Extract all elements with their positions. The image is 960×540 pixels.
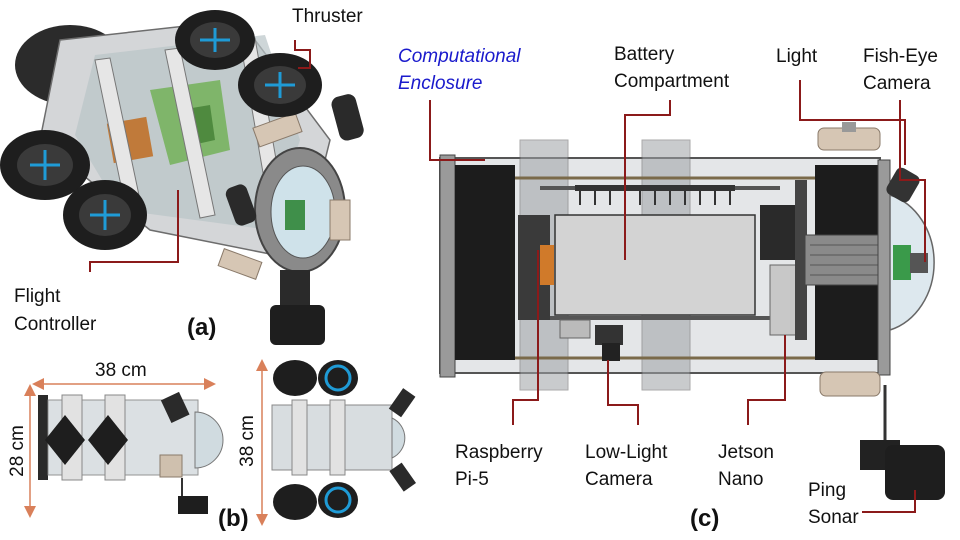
thruster-top-left bbox=[175, 10, 255, 70]
rear-thruster-block bbox=[455, 165, 515, 360]
battery-label-line2: Compartment bbox=[614, 71, 730, 92]
fisheye-lens bbox=[910, 253, 928, 273]
battery-label-line1: Battery bbox=[614, 44, 675, 65]
thruster-label: Thruster bbox=[292, 6, 363, 27]
fisheye-leader bbox=[899, 100, 926, 262]
panel-b-label: (b) bbox=[218, 505, 249, 532]
computational-enclosure-label-line2: Enclosure bbox=[398, 73, 483, 94]
rov-cutaway-view bbox=[439, 122, 945, 500]
battery-leader bbox=[624, 100, 671, 260]
computational-enclosure-label-line1: Computational bbox=[398, 46, 521, 67]
light-label: Light bbox=[776, 46, 818, 67]
rov-top-view bbox=[271, 360, 417, 520]
raspberry-leader bbox=[512, 250, 539, 425]
battery-block bbox=[554, 214, 756, 316]
jetson-label-line1: Jetson bbox=[718, 442, 774, 463]
ping-sonar-label-line1: Ping bbox=[808, 480, 847, 501]
height-dimension-label: 28 cm bbox=[6, 425, 28, 477]
low-light-camera-body bbox=[602, 343, 620, 361]
flight-controller-label-line2: Controller bbox=[14, 314, 97, 335]
flight-controller-label-line1: Flight bbox=[14, 286, 61, 307]
panel-a-label: (a) bbox=[187, 314, 217, 341]
flight-controller-leader bbox=[89, 190, 179, 272]
fisheye-label-line1: Fish-Eye bbox=[863, 46, 938, 67]
jetson-label-line2: Nano bbox=[718, 469, 764, 490]
enclosure-leader bbox=[429, 100, 485, 161]
ping-sonar-unit bbox=[885, 445, 945, 500]
rov-isometric-view bbox=[0, 10, 364, 345]
thruster-left bbox=[0, 130, 90, 200]
raspberry-label-line1: Raspberry bbox=[455, 442, 543, 463]
rov-side-view bbox=[38, 391, 224, 514]
thruster-bottom-left bbox=[63, 180, 147, 250]
lowlight-label-line2: Camera bbox=[585, 469, 653, 490]
jetson-heatsink bbox=[760, 205, 795, 260]
lowlight-leader bbox=[607, 360, 639, 425]
sonar-unit-a bbox=[270, 305, 325, 345]
width-dimension-label: 38 cm bbox=[95, 360, 147, 381]
panel-c-label: (c) bbox=[690, 505, 720, 532]
fisheye-label-line2: Camera bbox=[863, 73, 931, 94]
ping-sonar-label-line2: Sonar bbox=[808, 507, 859, 528]
raspberry-label-line2: Pi-5 bbox=[455, 469, 489, 490]
top-view-dimension-label: 38 cm bbox=[236, 415, 258, 467]
thruster-leader bbox=[294, 40, 311, 69]
light-unit bbox=[886, 167, 920, 203]
sonar-leader bbox=[862, 490, 916, 513]
raspberry-pi-board bbox=[540, 245, 554, 285]
lowlight-label-line1: Low-Light bbox=[585, 442, 668, 463]
light-leader bbox=[799, 80, 906, 165]
jetson-leader bbox=[747, 335, 786, 425]
